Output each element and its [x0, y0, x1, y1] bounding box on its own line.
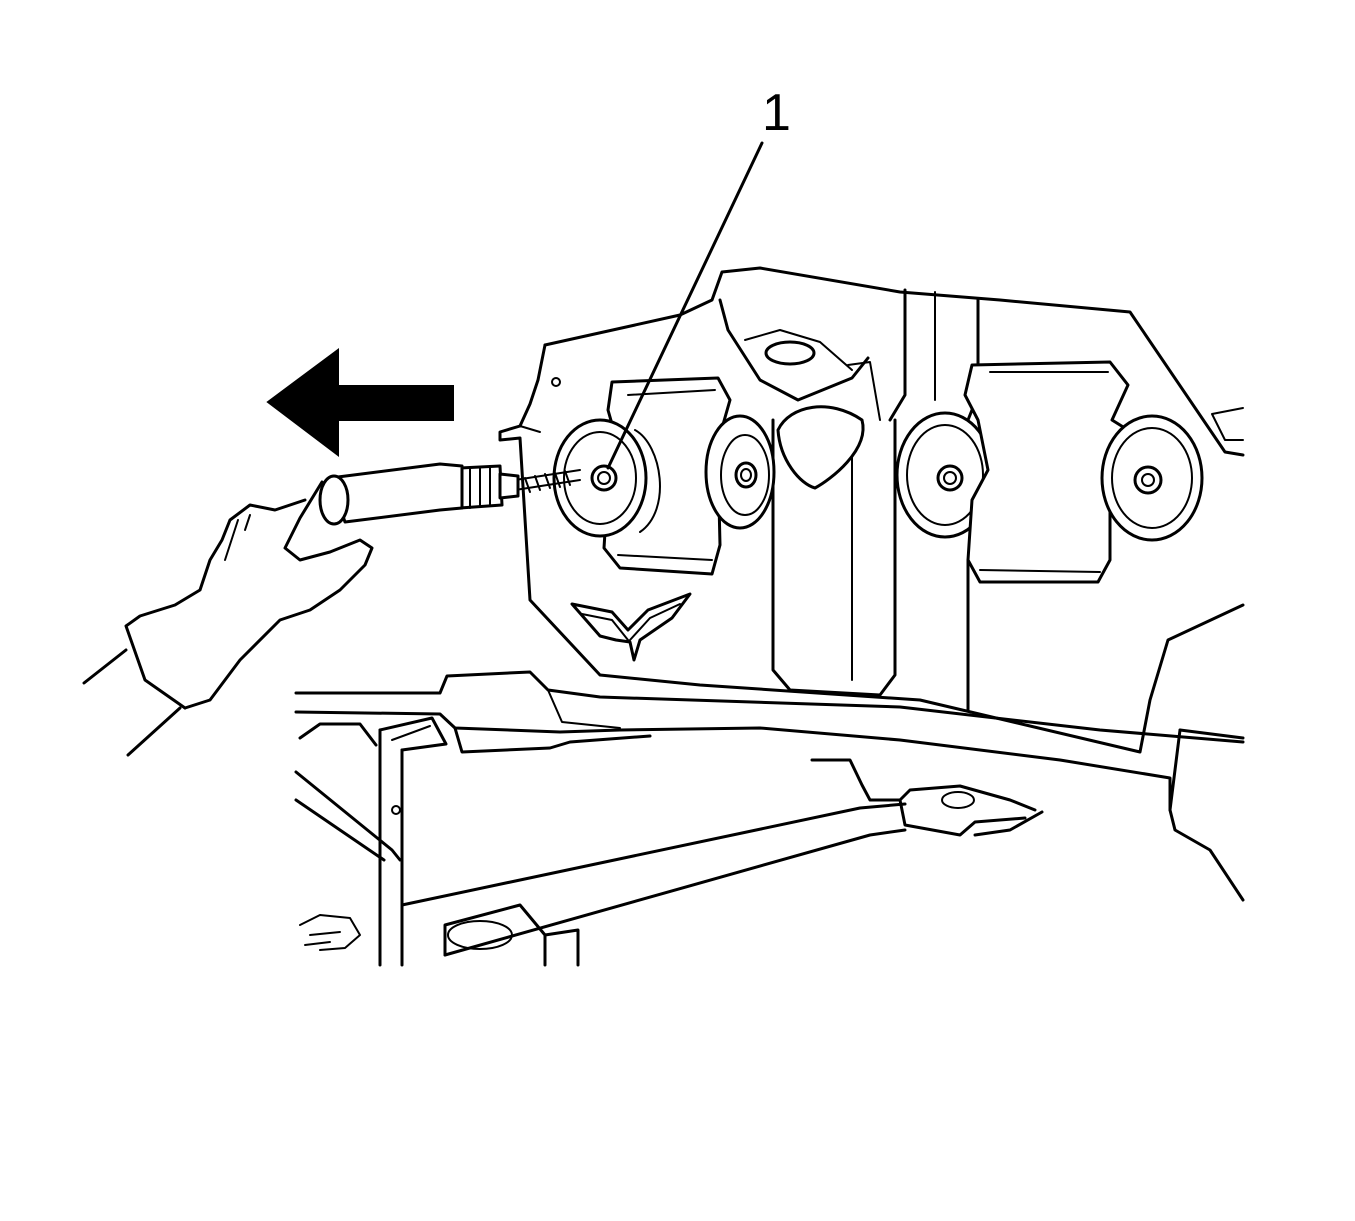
support-bracket	[498, 266, 1245, 754]
corvette-emblem-icon	[570, 592, 692, 662]
left-arrow-icon	[266, 348, 454, 458]
callout-1: 1	[606, 84, 791, 470]
hand	[82, 480, 374, 757]
callout-label: 1	[762, 84, 791, 142]
lower-frame	[294, 670, 1245, 967]
drill-tool	[318, 462, 581, 526]
